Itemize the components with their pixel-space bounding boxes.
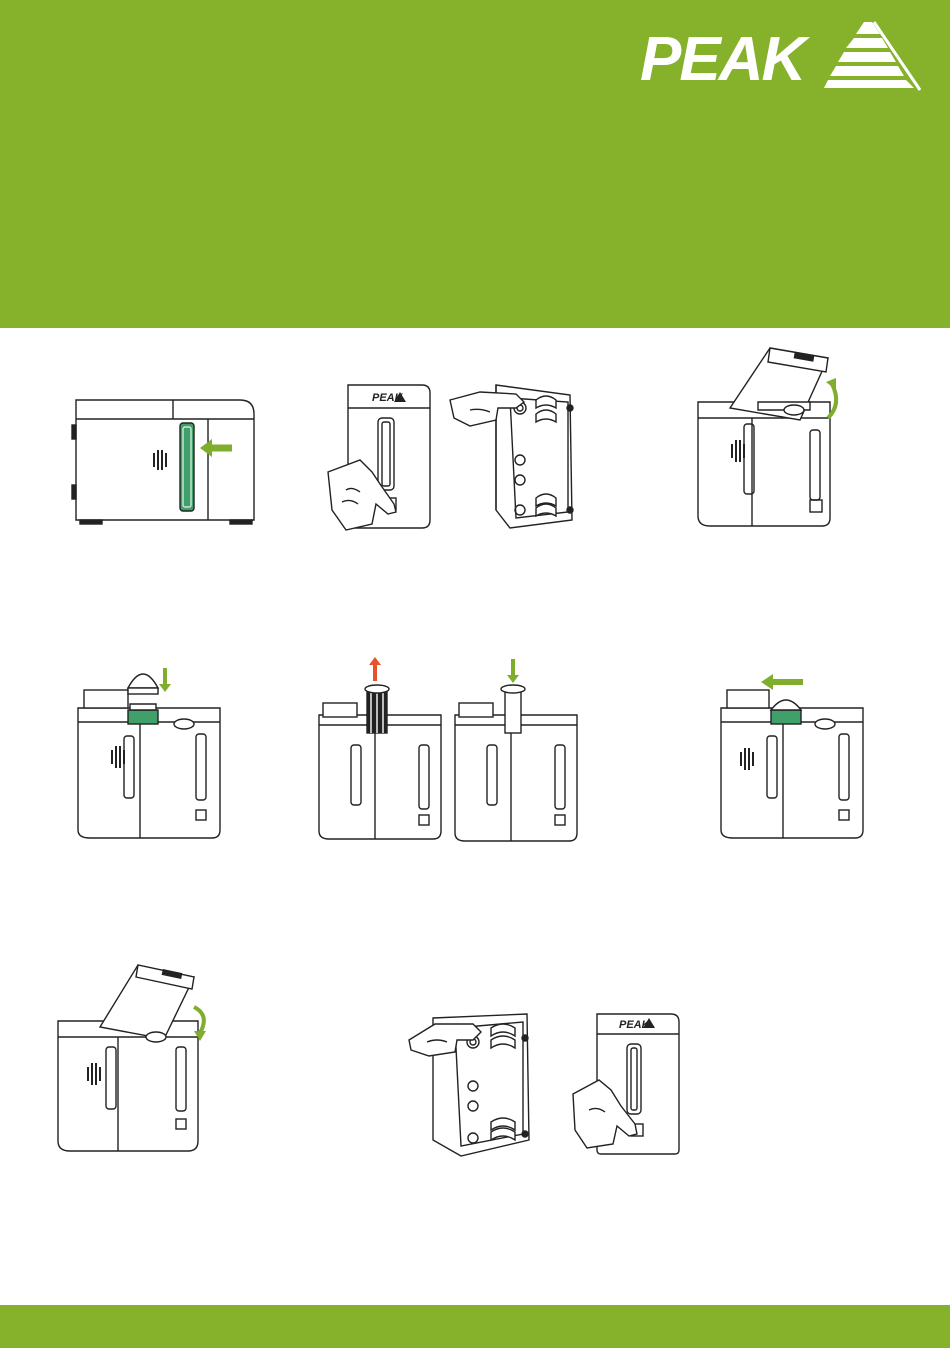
logo-pyramid-icon [822, 20, 922, 92]
step-4-illustration [70, 660, 230, 840]
step-8-illustration: PEAK [405, 1010, 685, 1160]
step-3-illustration [690, 340, 865, 530]
step-7-illustration [52, 955, 222, 1155]
peak-logo: PEAK [640, 20, 925, 92]
step-2-illustration: PEAK [320, 380, 590, 540]
logo-text: PEAK [640, 20, 804, 92]
step-1-illustration [70, 395, 260, 530]
step-5-illustration [315, 655, 590, 845]
step-6-illustration [715, 660, 875, 840]
footer-band [0, 1305, 950, 1348]
